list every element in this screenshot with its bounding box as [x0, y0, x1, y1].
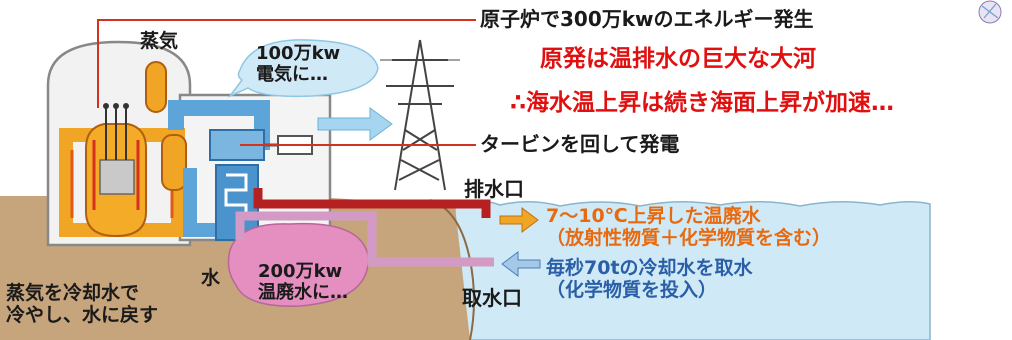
discharge-label: 7〜10℃上昇した温廃水 （放射性物質＋化学物質を含む）: [546, 205, 832, 250]
waste-heat-bubble: [227, 222, 369, 307]
discharge-label-line1: 7〜10℃上昇した温廃水: [546, 205, 761, 227]
leader-lines: [97, 19, 476, 146]
electricity-label-line2: 電気に…: [256, 63, 328, 85]
discharge-arrow: [499, 207, 539, 233]
steam-label: 蒸気: [140, 30, 179, 52]
control-rods: [105, 108, 127, 160]
discharge-label-line2: （放射性物質＋化学物質を含む）: [546, 226, 832, 249]
intake-label-line2: （化学物質を投入）: [546, 278, 718, 301]
intake-port-label: 取水口: [462, 286, 522, 310]
intake-label-line1: 毎秒70tの冷却水を取水: [546, 257, 753, 279]
transmission-tower: [380, 39, 460, 191]
cooling-label-line1: 蒸気を冷却水で: [6, 282, 140, 304]
headline-line2: ∴海水温上昇は続き海面上昇が加速…: [510, 90, 895, 116]
electricity-label-line1: 100万kw: [256, 43, 341, 64]
control-rod-heads: [103, 103, 129, 109]
water-label: 水: [201, 267, 221, 289]
reactor-output-label: 原子炉で300万kwのエネルギー発生: [480, 7, 814, 31]
corner-logo-icon: [978, 0, 1002, 24]
waste-heat-label: 200万kw 温廃水に…: [258, 261, 348, 303]
headline-line1: 原発は温排水の巨大な大河: [540, 46, 816, 72]
waste-heat-label-line2: 温廃水に…: [258, 281, 348, 303]
pressurizer: [145, 61, 167, 113]
electricity-arrow: [317, 107, 393, 141]
hot-water-lines: [92, 140, 140, 210]
turbine-label: タービンを回して発電: [480, 132, 680, 156]
intake-arrow: [501, 251, 541, 277]
steam-generator: [161, 134, 187, 191]
fuel-rods: [99, 159, 135, 195]
intake-pipe: [235, 211, 494, 267]
cooling-label-line2: 冷やし、水に戻す: [6, 303, 159, 326]
discharge-pipe: [253, 188, 491, 218]
intake-label: 毎秒70tの冷却水を取水 （化学物質を投入）: [546, 257, 753, 302]
electricity-bubble: [227, 39, 379, 98]
waste-heat-label-line1: 200万kw: [258, 261, 343, 282]
sea-area: [454, 199, 931, 340]
condenser-coil: [224, 173, 248, 220]
cooling-label: 蒸気を冷却水で 冷やし、水に戻す: [6, 282, 159, 327]
outlet-label: 排水口: [464, 177, 524, 201]
electricity-label: 100万kw 電気に…: [256, 43, 341, 85]
